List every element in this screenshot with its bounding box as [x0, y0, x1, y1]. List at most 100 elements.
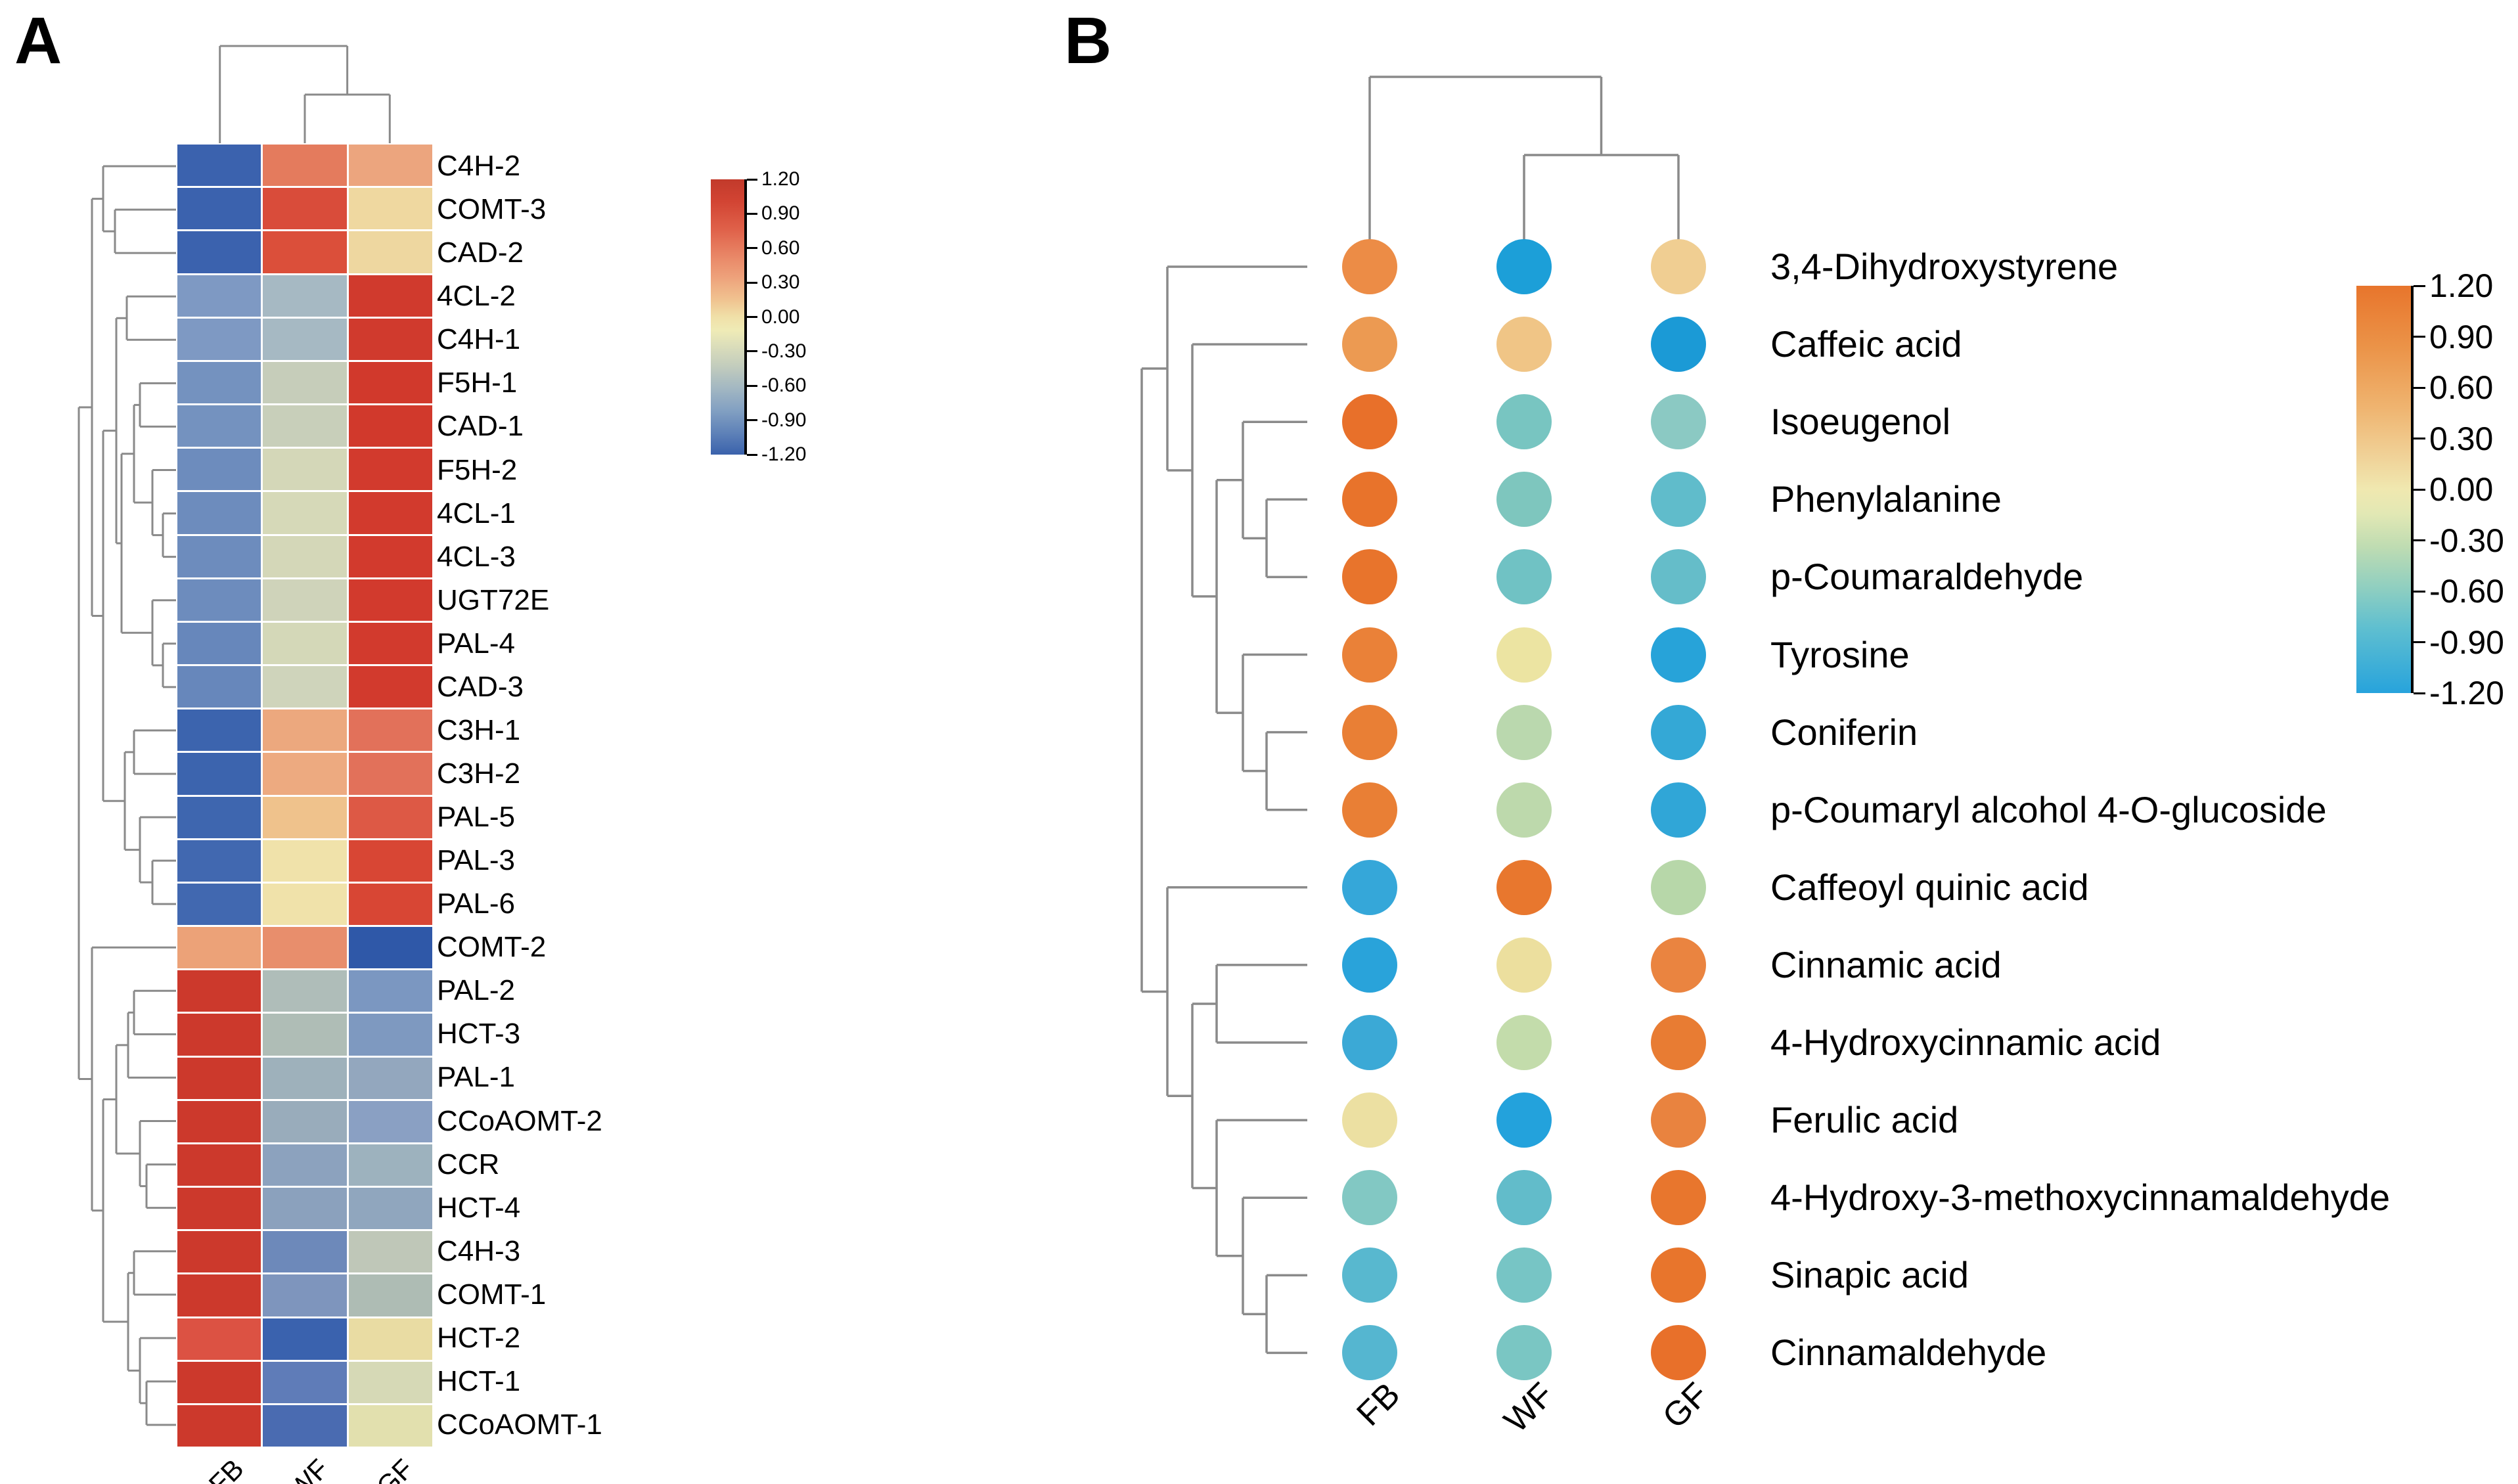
metabolite-dot [1342, 317, 1397, 372]
metabolite-row-label: Isoeugenol [1770, 401, 1951, 443]
gene-heatmap-cell [177, 1231, 261, 1273]
colorbar-tick-label: -0.90 [761, 409, 807, 431]
gene-heatmap-cell [177, 1100, 261, 1142]
metabolite-dot [1496, 1170, 1552, 1226]
metabolite-dot [1651, 239, 1706, 294]
colorbar-tick [747, 316, 757, 318]
gene-heatmap-cell [348, 1231, 432, 1273]
gene-heatmap-cell [348, 579, 432, 621]
gene-row-label: HCT-4 [437, 1191, 521, 1224]
gene-row-label: CCR [437, 1148, 500, 1180]
gene-heatmap-cell [177, 405, 261, 447]
metabolite-dot [1496, 704, 1552, 760]
colorbar-tick [747, 212, 757, 215]
metabolite-dot [1496, 782, 1552, 838]
metabolite-dot [1651, 704, 1706, 760]
gene-heatmap-cell [263, 492, 347, 534]
metabolite-dot [1651, 1015, 1706, 1070]
gene-heatmap-cell [348, 231, 432, 273]
colorbar-tick-label: -1.20 [2429, 675, 2504, 711]
metabolite-dot [1342, 1248, 1397, 1303]
gene-heatmap-cell [348, 1318, 432, 1360]
colorbar-tick-label: 0.90 [761, 202, 800, 225]
metabolite-dot [1651, 1248, 1706, 1303]
metabolite-row-label: Ferulic acid [1770, 1099, 1959, 1141]
gene-heatmap-cell [348, 970, 432, 1012]
gene-heatmap-cell [348, 188, 432, 230]
gene-heatmap-cell [263, 927, 347, 969]
metabolite-row-label: Phenylalanine [1770, 478, 2002, 520]
colorbar-tick-label: 1.20 [2429, 267, 2494, 304]
metabolite-dot [1651, 627, 1706, 683]
gene-heatmap-cell [263, 796, 347, 838]
metabolite-dot [1496, 859, 1552, 915]
gene-row-label: PAL-1 [437, 1061, 516, 1094]
gene-heatmap-cell [263, 1231, 347, 1273]
metabolite-dot [1342, 239, 1397, 294]
gene-row-label: CAD-3 [437, 670, 524, 703]
gene-heatmap-cell [348, 318, 432, 360]
colorbar-tick [2414, 336, 2425, 338]
colorbar-gradient [2356, 286, 2412, 693]
gene-heatmap-cell [348, 1100, 432, 1142]
gene-heatmap-cell [177, 666, 261, 708]
metabolite-row-label: Tyrosine [1770, 633, 1910, 675]
gene-heatmap-cell [348, 927, 432, 969]
gene-row-label: COMT-3 [437, 193, 547, 226]
gene-heatmap-cell [263, 1014, 347, 1056]
gene-heatmap-cell [263, 1361, 347, 1403]
gene-heatmap-cell [348, 1361, 432, 1403]
metabolite-dot [1496, 1015, 1552, 1070]
metabolite-row-label: Cinnamic acid [1770, 943, 2002, 985]
gene-heatmap-cell [177, 970, 261, 1012]
colorbar-tick [2414, 284, 2425, 287]
colorbar-tick [747, 281, 757, 284]
colorbar-tick-label: 0.60 [761, 236, 800, 259]
gene-row-label: COMT-2 [437, 931, 547, 964]
colorbar-tick [2414, 590, 2425, 593]
gene-row-label: F5H-1 [437, 367, 518, 399]
metabolite-dot [1342, 394, 1397, 450]
colorbar-tick [747, 384, 757, 387]
metabolite-row-label: p-Coumaraldehyde [1770, 556, 2084, 598]
gene-heatmap-cell [348, 1188, 432, 1230]
gene-heatmap-cell [263, 1274, 347, 1316]
gene-heatmap-cell [348, 535, 432, 577]
colorbar-tick-label: 0.90 [2429, 318, 2494, 355]
gene-heatmap-cell [177, 1361, 261, 1403]
gene-heatmap-cell [177, 709, 261, 752]
gene-heatmap-cell [177, 840, 261, 882]
gene-heatmap-cell [177, 145, 261, 187]
gene-heatmap-cell [177, 1057, 261, 1099]
metabolite-row-label: Caffeoyl quinic acid [1770, 866, 2089, 908]
gene-heatmap-cell [263, 753, 347, 795]
gene-heatmap-cell [177, 535, 261, 577]
gene-row-label: C3H-2 [437, 757, 521, 790]
gene-heatmap-cell [177, 275, 261, 317]
metabolite-dot [1496, 394, 1552, 450]
colorbar-tick [747, 350, 757, 353]
metabolite-dot [1496, 627, 1552, 683]
colorbar-tick [2414, 641, 2425, 643]
metabolite-dot [1651, 1170, 1706, 1226]
gene-heatmap-cell [177, 492, 261, 534]
gene-heatmap-cell [263, 883, 347, 925]
metabolite-dot [1496, 239, 1552, 294]
metabolite-dot [1342, 627, 1397, 683]
gene-heatmap-cell [348, 796, 432, 838]
gene-heatmap-cell [177, 361, 261, 403]
gene-row-label: PAL-6 [437, 888, 516, 920]
gene-row-label: C4H-3 [437, 1234, 521, 1267]
metabolite-dot [1342, 937, 1397, 993]
colorbar-tick-label: 0.30 [761, 271, 800, 294]
gene-heatmap-cell [348, 275, 432, 317]
gene-heatmap-cell [177, 1405, 261, 1447]
metabolite-dot [1342, 1092, 1397, 1148]
gene-heatmap-cell [177, 753, 261, 795]
metabolite-row-label: Coniferin [1770, 711, 1918, 753]
gene-heatmap-cell [263, 188, 347, 230]
gene-heatmap-cell [263, 666, 347, 708]
metabolite-dot [1496, 1248, 1552, 1303]
